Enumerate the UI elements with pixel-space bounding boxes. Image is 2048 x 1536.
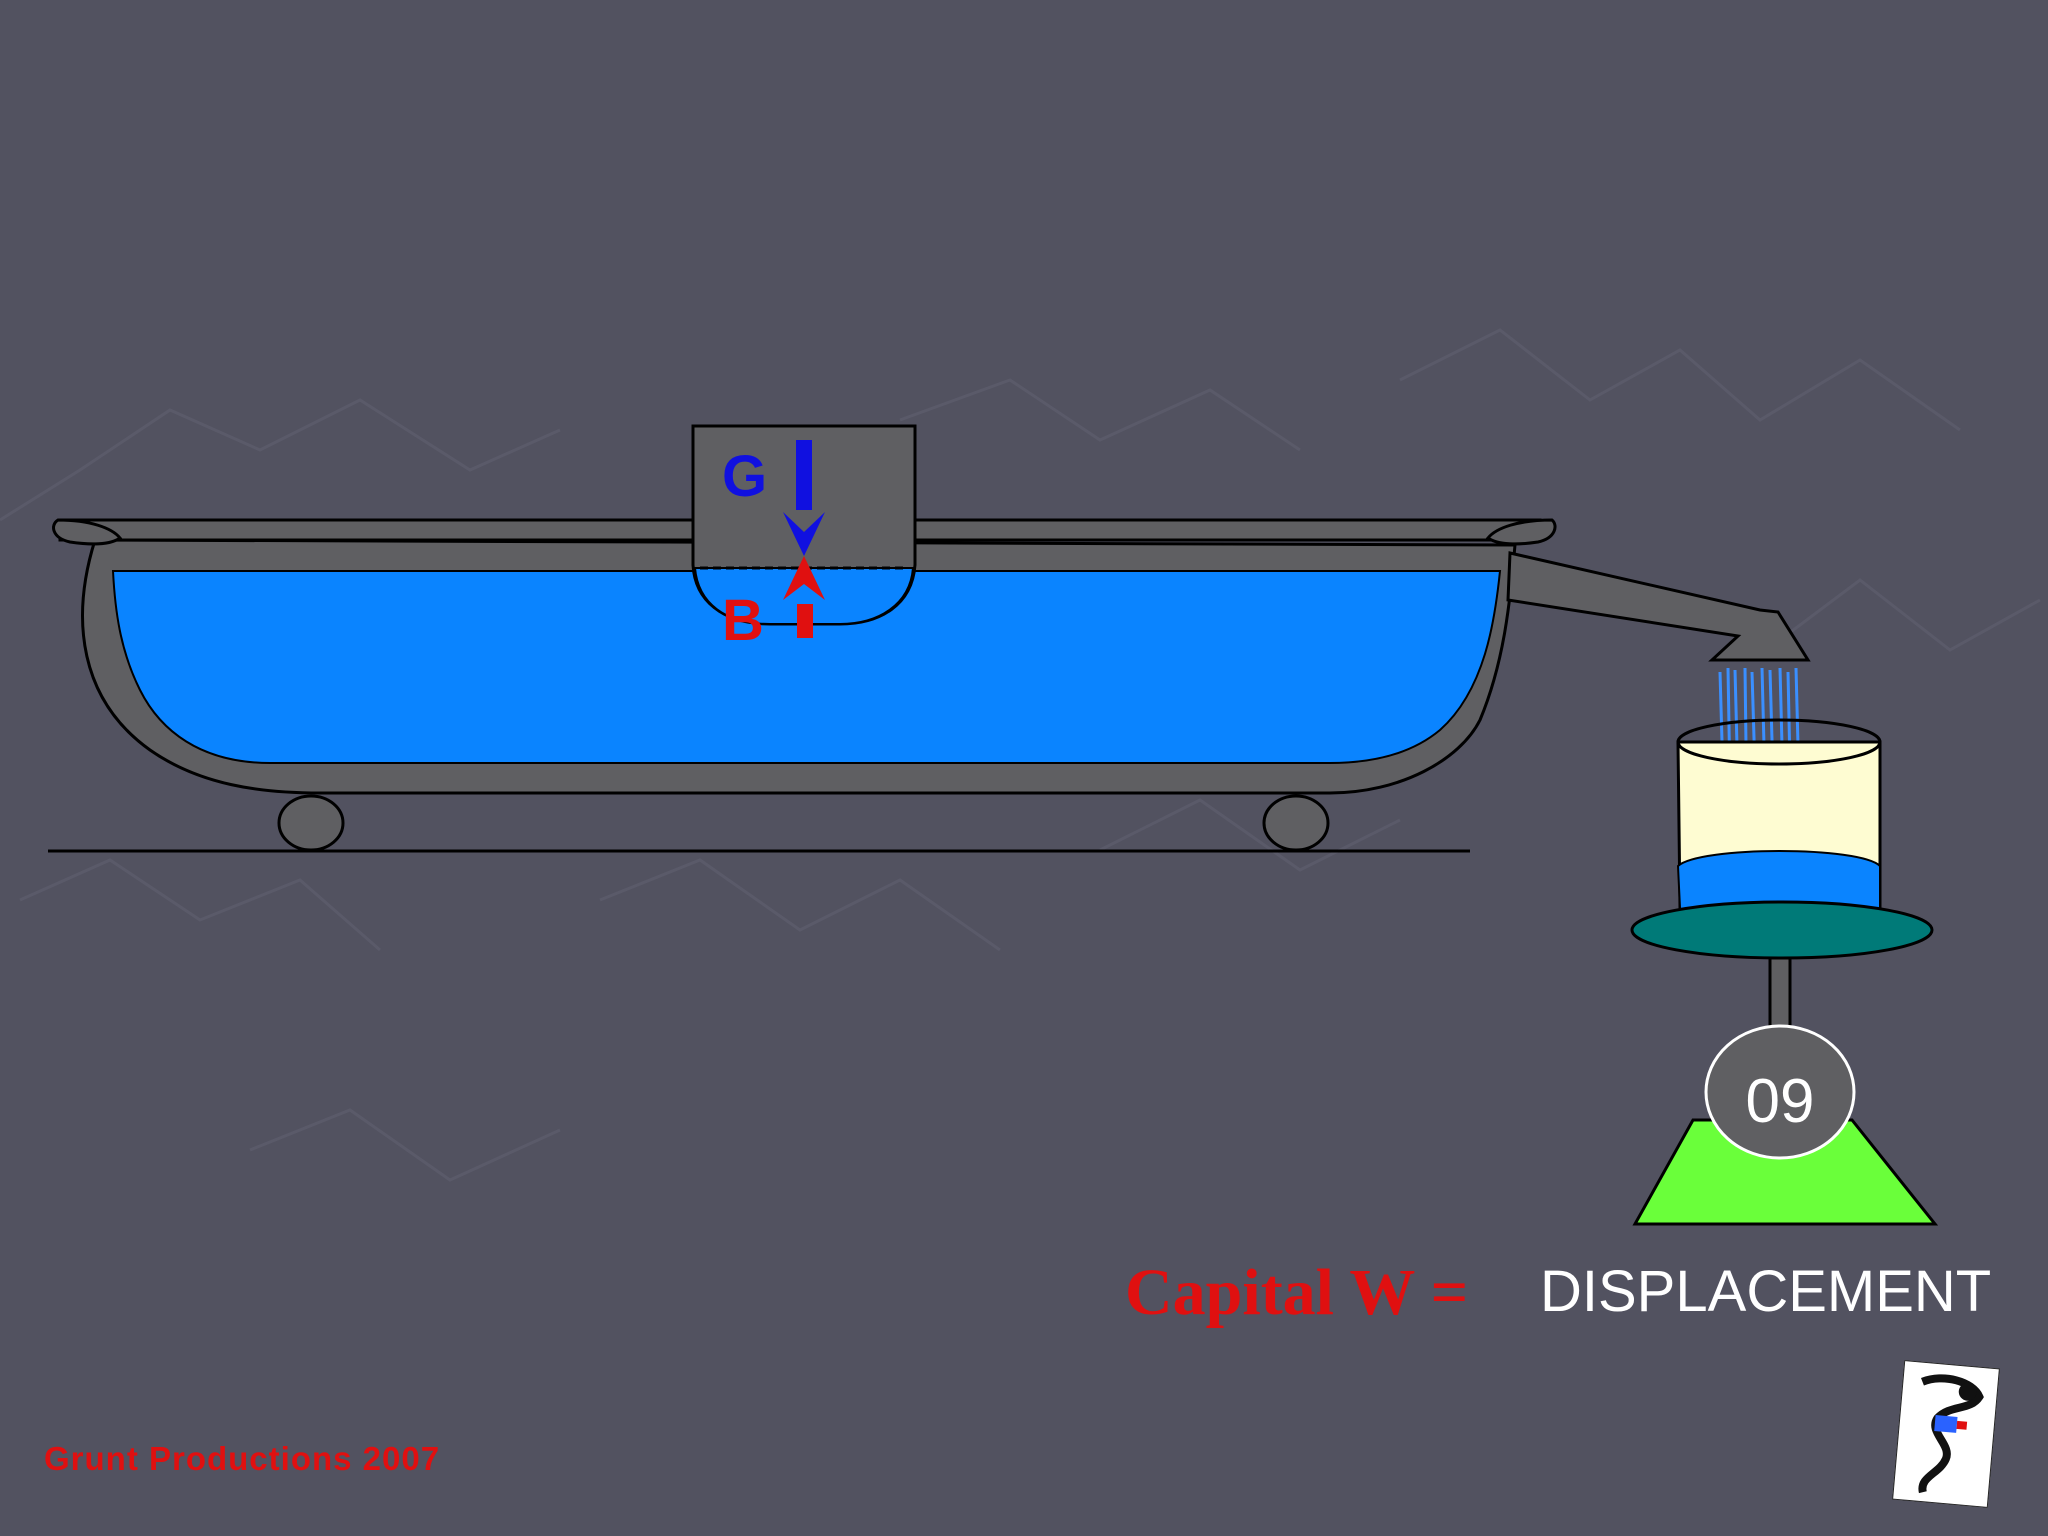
scale-icon: [1630, 900, 1939, 1226]
spout-icon: [1506, 551, 1811, 662]
bathtub-icon: [52, 518, 1557, 795]
tub-foot-right: [1262, 794, 1330, 852]
scale-dial: [1704, 1024, 1856, 1160]
beaker-icon: [1676, 718, 1882, 926]
caption-displacement: DISPLACEMENT: [1540, 1259, 1992, 1324]
water-surface: [111, 570, 1502, 764]
floating-block: [691, 424, 917, 626]
logo-icon: [1892, 1360, 2000, 1508]
scale-reading: 09: [1746, 1067, 1815, 1136]
buoyancy-label: B: [722, 588, 764, 653]
tub-foot-left: [277, 794, 345, 852]
gravity-label: G: [722, 444, 767, 509]
background-texture: [0, 328, 2041, 1182]
gravity-arrow: [783, 440, 825, 556]
credit-text: Grunt Productions 2007: [44, 1440, 441, 1477]
scale-pan: [1630, 900, 1934, 960]
caption-capital-w: Capital W =: [1125, 1256, 1469, 1329]
buoyancy-arrow: [783, 556, 825, 638]
